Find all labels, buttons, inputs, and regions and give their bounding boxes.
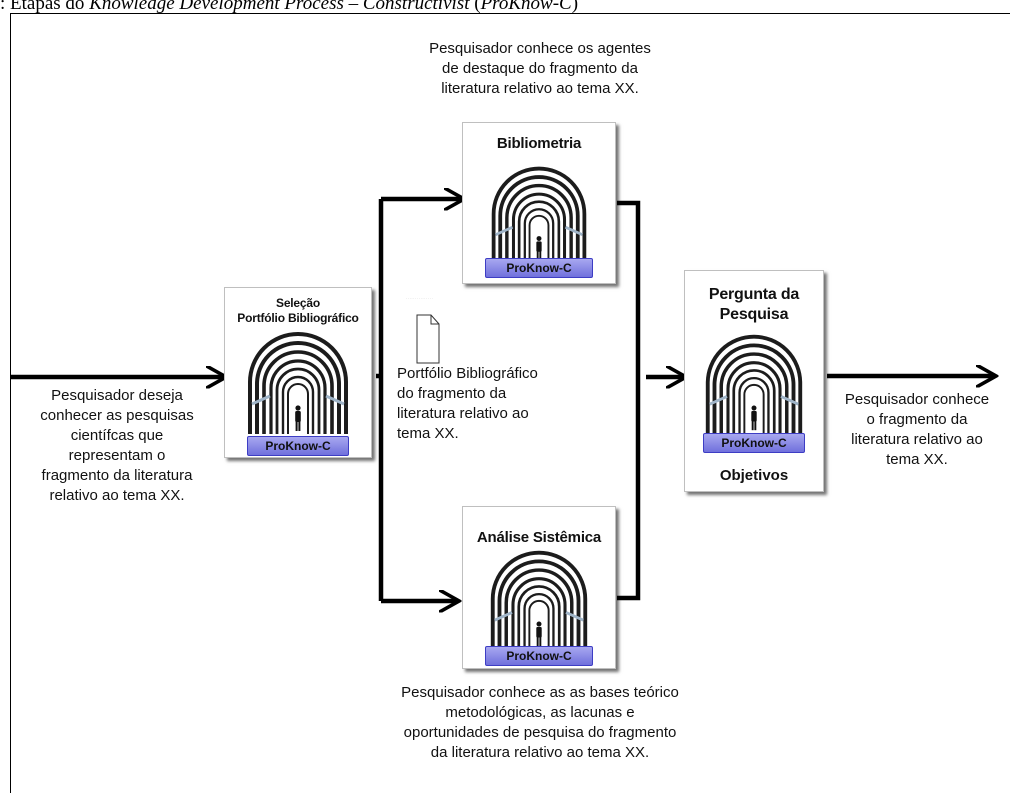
tunnel-figure-icon bbox=[490, 550, 588, 650]
figure-caption: : Etapas do Knowledge Development Proces… bbox=[0, 0, 579, 14]
proknow-c-badge: ProKnow-C bbox=[485, 646, 593, 666]
proknow-c-badge: ProKnow-C bbox=[247, 436, 349, 456]
figure-frame bbox=[10, 13, 1010, 793]
stage-analise-title: Análise Sistêmica bbox=[476, 529, 602, 546]
proknow-c-badge: ProKnow-C bbox=[703, 433, 805, 453]
stage-analise-sistemica: Análise Sistêmica ProKnow-C bbox=[462, 506, 616, 669]
note-analise: Pesquisador conhece as as bases teórico … bbox=[401, 684, 679, 761]
stage-bibliometria: Bibliometria ProKnow-C bbox=[462, 122, 616, 284]
tunnel-figure-icon bbox=[248, 332, 348, 434]
proknow-c-badge: ProKnow-C bbox=[485, 258, 593, 278]
split-bracket bbox=[376, 199, 384, 601]
note-bibliometria: Pesquisador conhece os agentes de destaq… bbox=[429, 40, 651, 97]
stage-pergunta-pesquisa: Pergunta da Pesquisa ProKnow-C Objetivos bbox=[684, 270, 824, 492]
stage-pergunta-subtitle: Objetivos bbox=[719, 467, 789, 484]
tiny-artifact: · · · · · · · · · · · · · · · bbox=[406, 297, 433, 300]
note-portfolio: Portfólio Bibliográfico do fragmento da … bbox=[397, 365, 538, 442]
document-icon bbox=[416, 314, 440, 364]
merge-bracket bbox=[617, 200, 641, 601]
tunnel-figure-icon bbox=[705, 334, 803, 434]
stage-pergunta-title: Pergunta da Pesquisa bbox=[708, 286, 800, 323]
stage-selecao-title: Seleção Portfólio Bibliográfico bbox=[237, 296, 359, 325]
stage-selecao-portfolio: Seleção Portfólio Bibliográfico ProKnow-… bbox=[224, 287, 372, 458]
note-output: Pesquisador conhece o fragmento da liter… bbox=[844, 391, 990, 468]
tunnel-figure-icon bbox=[491, 166, 587, 264]
stage-bibliometria-title: Bibliometria bbox=[496, 135, 582, 152]
note-input: Pesquisador deseja conhecer as pesquisas… bbox=[40, 387, 194, 504]
